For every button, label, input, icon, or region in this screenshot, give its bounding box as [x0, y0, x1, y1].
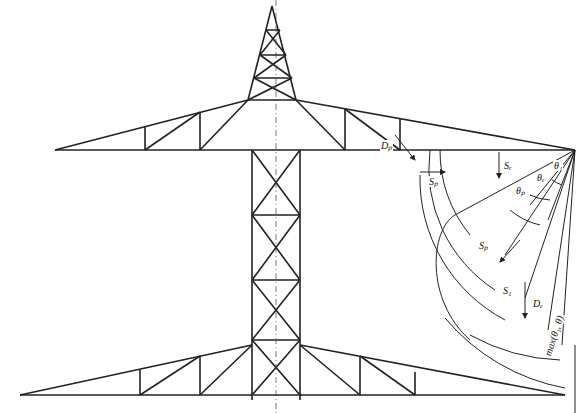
dimension-label: θₑ — [536, 172, 546, 183]
dimension-label: Sₚ — [478, 240, 489, 251]
dimension-label: Dₑ — [532, 298, 544, 309]
dimension-label: S₁ — [502, 285, 512, 296]
dimension-label: Sₑ — [503, 160, 513, 171]
dimension-label: Dₚ — [380, 140, 393, 151]
dimension-label: θₚ — [515, 185, 526, 196]
dimension-label: θ₁ — [553, 160, 563, 171]
dimension-label: Sₚ — [428, 176, 439, 187]
dimension-label: max(θ₁, θ) — [542, 313, 566, 358]
